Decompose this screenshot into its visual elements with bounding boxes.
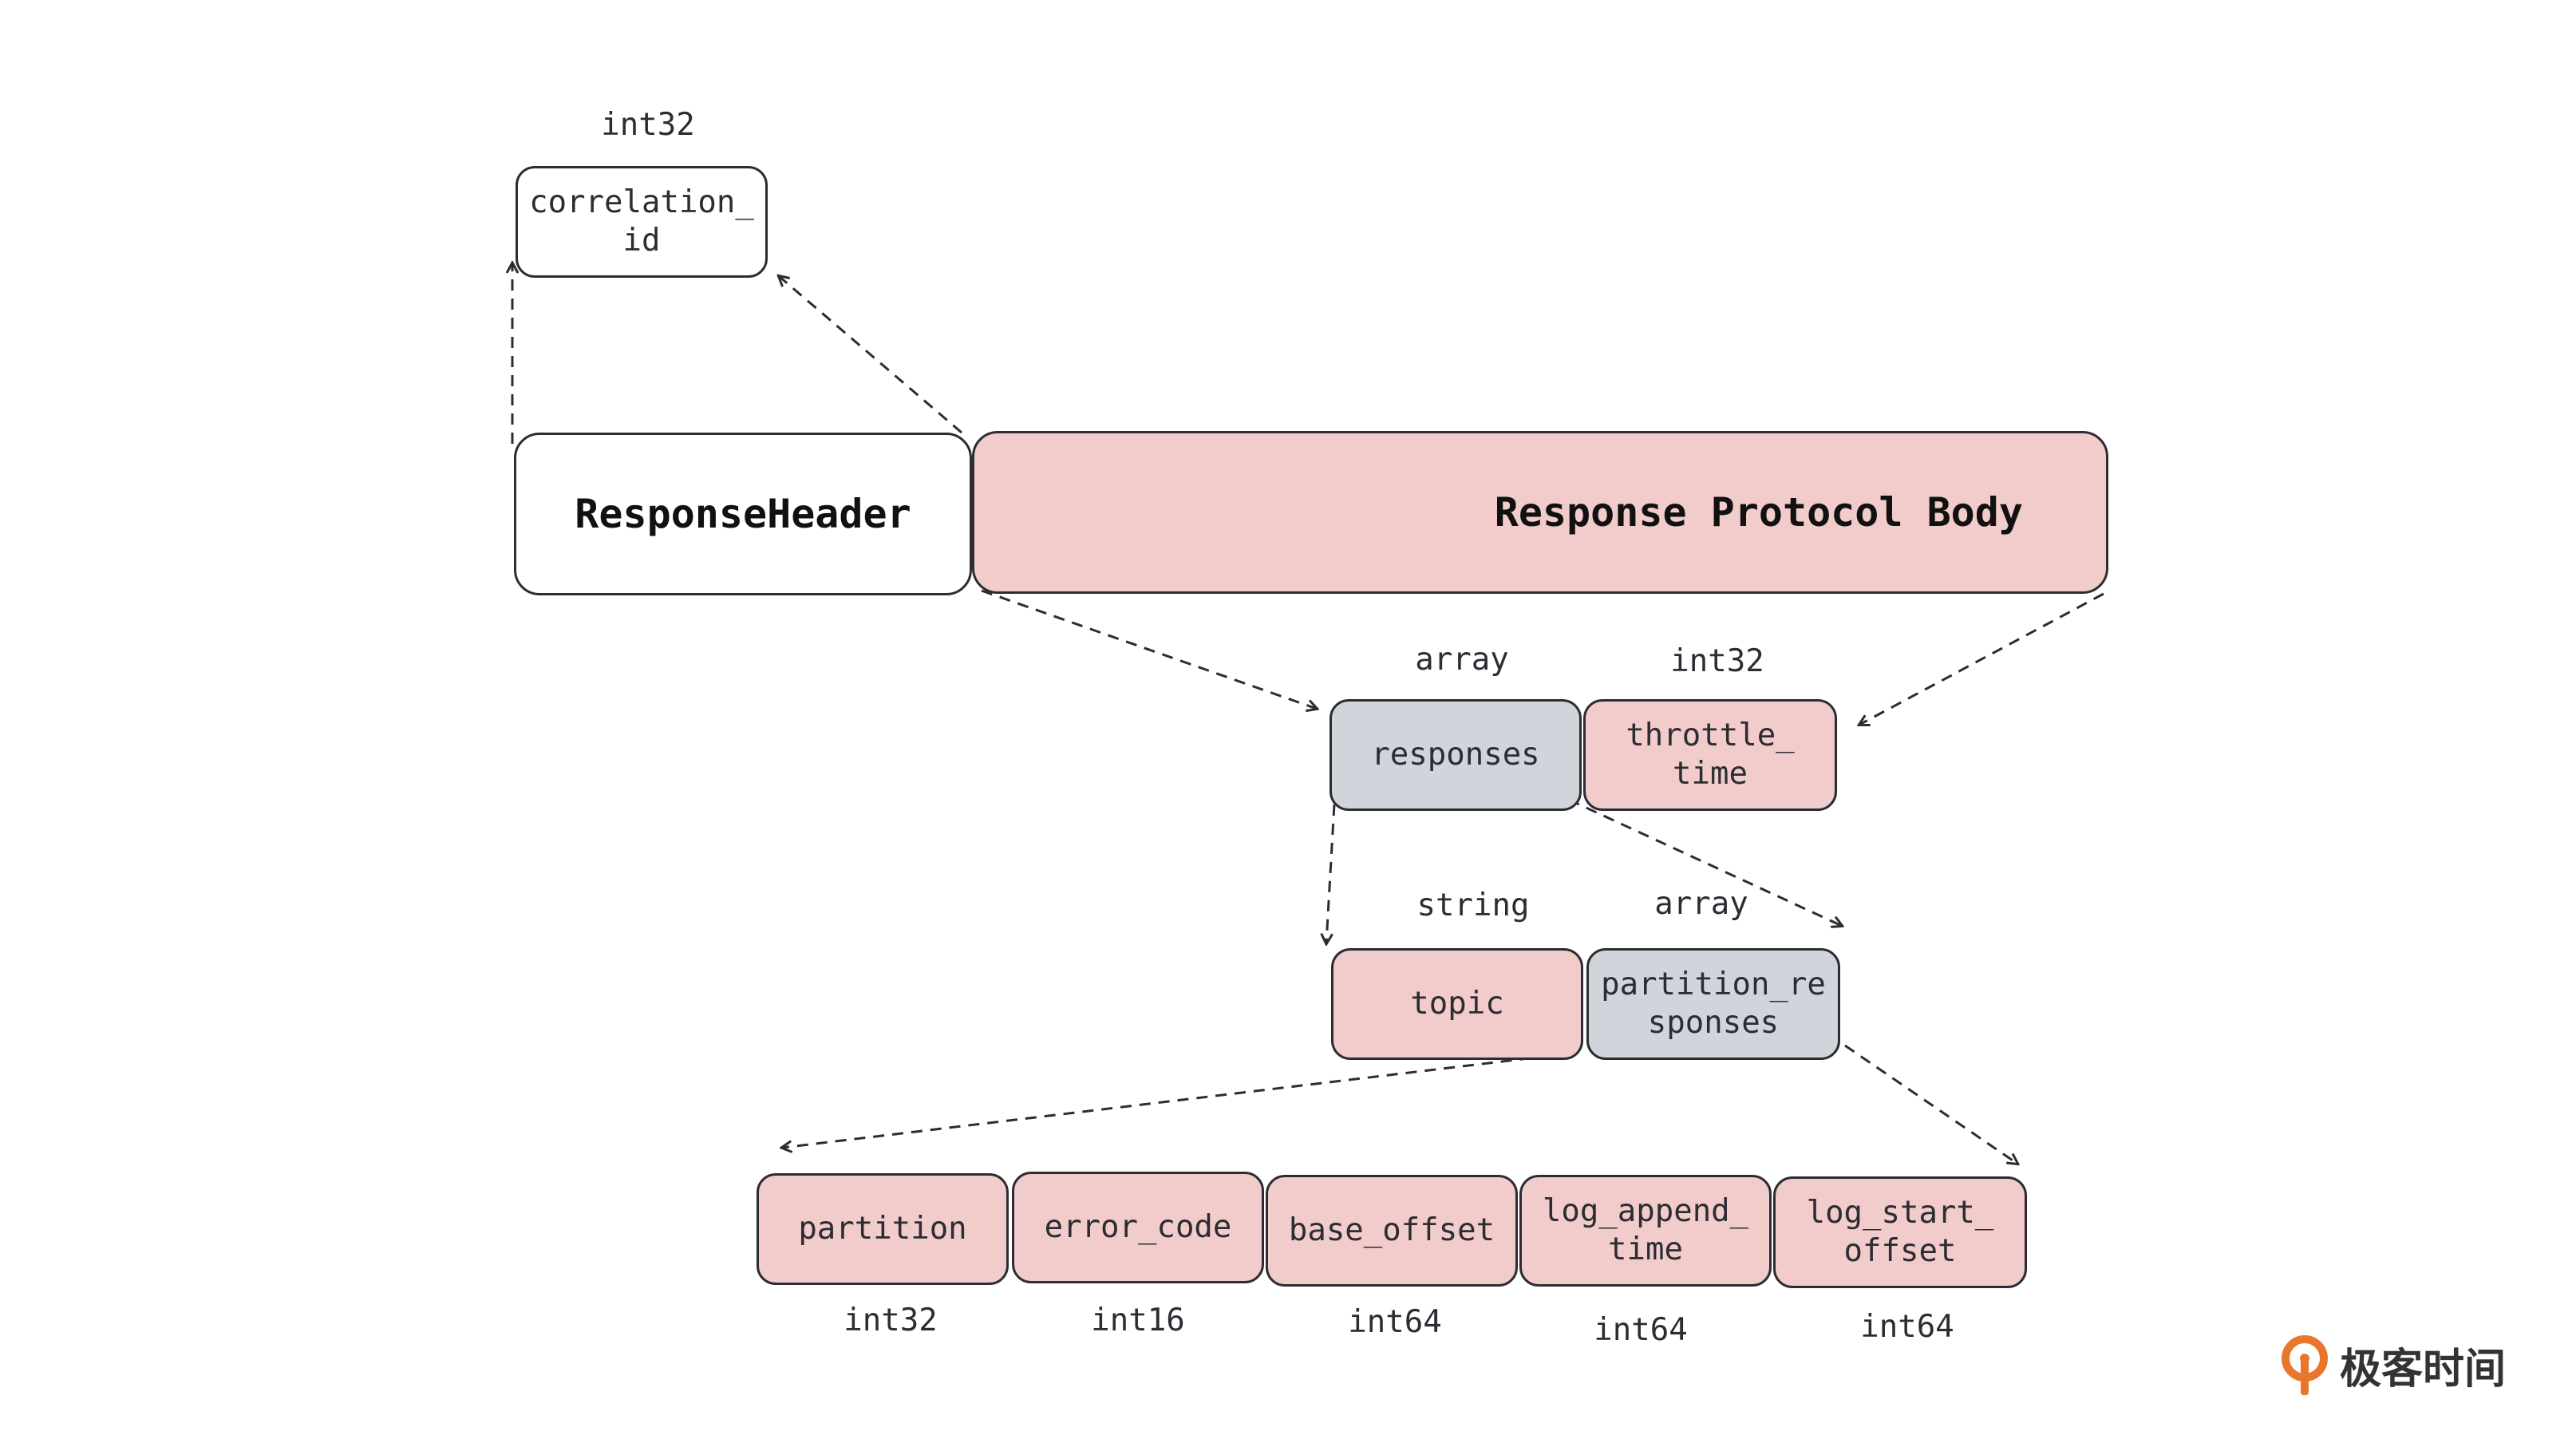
type-label-error-code: int16 — [1091, 1303, 1185, 1338]
partition-responses-box: partition_re sponses — [1586, 948, 1840, 1060]
arrow-topic-to-partition — [782, 1052, 1570, 1148]
arrow-responses-to-topic — [1326, 804, 1336, 943]
type-label-log-start-offset: int64 — [1860, 1309, 1954, 1345]
type-label-throttle-time: int32 — [1670, 643, 1764, 679]
correlation-id-box: correlation_ id — [516, 166, 768, 278]
geektime-logo-text: 极客时间 — [2340, 1345, 2507, 1394]
type-label-correlation-id: int32 — [601, 107, 695, 143]
type-label-base-offset: int64 — [1348, 1304, 1442, 1340]
type-label-partition-responses: array — [1654, 886, 1748, 922]
type-label-partition: int32 — [844, 1303, 938, 1338]
partition-box: partition — [757, 1173, 1009, 1285]
geektime-logo: 极客时间 — [2281, 1334, 2506, 1395]
arrow-header-to-responses — [981, 589, 1317, 709]
type-label-log-append-time: int64 — [1594, 1312, 1688, 1348]
arrow-header-to-correlation-right — [779, 276, 962, 434]
arrow-body-to-throttle-time — [1859, 592, 2104, 725]
responses-box: responses — [1329, 699, 1582, 811]
arrow-partition-responses-to-log-start-offset — [1844, 1044, 2017, 1164]
response-header-box: ResponseHeader — [514, 433, 972, 595]
log-start-offset-box: log_start_ offset — [1773, 1176, 2027, 1288]
arrow-responses-to-partition-responses — [1568, 798, 1842, 926]
type-label-topic: string — [1416, 888, 1530, 923]
base-offset-box: base_offset — [1266, 1175, 1518, 1287]
error-code-box: error_code — [1012, 1172, 1264, 1283]
response-protocol-body-box: Response Protocol Body — [972, 431, 2108, 594]
topic-box: topic — [1331, 948, 1583, 1060]
log-append-time-box: log_append_ time — [1519, 1175, 1772, 1287]
throttle-time-box: throttle_ time — [1583, 699, 1837, 811]
type-label-responses: array — [1415, 642, 1509, 678]
geektime-logo-icon — [2282, 1335, 2328, 1395]
